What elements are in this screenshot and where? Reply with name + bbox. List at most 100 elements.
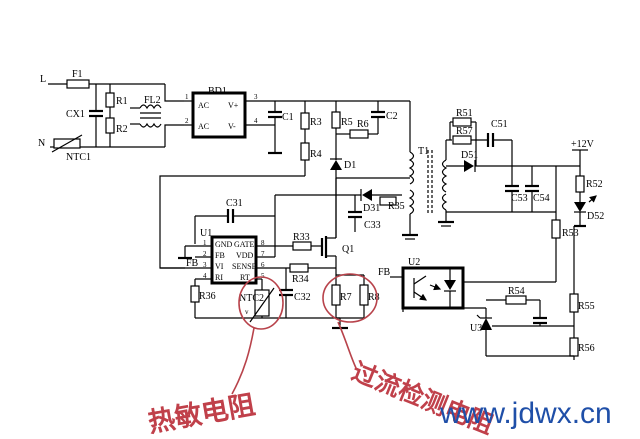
resistor-r5 [331, 111, 341, 129]
r3-label: R3 [310, 117, 322, 128]
r34-label: R34 [292, 274, 309, 285]
r53-label: R53 [562, 228, 579, 239]
resistor-r2 [105, 117, 115, 134]
diode-d31 [362, 189, 372, 201]
u1-pin-num-4: 4 [203, 272, 207, 280]
u2-fb-net-label: FB [378, 267, 391, 278]
u3-label: U3 [470, 323, 482, 334]
bd1-pin-vminus: V- [228, 122, 236, 131]
optocoupler-u2 [401, 266, 465, 310]
c32-label: C32 [294, 292, 311, 303]
d51-label: D51 [461, 150, 478, 161]
bd1-pin-ac-bottom: AC [198, 122, 209, 131]
r52-label: R52 [586, 179, 603, 190]
r57-label: R57 [456, 126, 473, 137]
bd1-pin-vplus: V+ [228, 101, 239, 110]
u1-pin-fb: FB [215, 251, 225, 260]
r8-label: R8 [368, 292, 380, 303]
r54-label: R54 [508, 286, 525, 297]
diode-d51 [464, 160, 474, 172]
r1-label: R1 [116, 96, 128, 107]
resistor-r1 [105, 92, 115, 108]
r5-label: R5 [341, 117, 353, 128]
c54-label: C54 [533, 193, 550, 204]
u1-pin-sense: SENSE [232, 262, 257, 271]
neutral-input-label: N [38, 138, 45, 149]
regulator-u3 [480, 318, 492, 330]
resistor-r57 [452, 135, 472, 145]
ic-u1-box [210, 235, 258, 285]
ntc2-label: NTC2 [239, 293, 264, 304]
fl2-label: FL2 [144, 95, 161, 106]
thermistor-annotation: 热敏电阻 [146, 390, 258, 439]
u1-pin-num-5: 5 [261, 272, 265, 280]
sense-resistor-highlight-circle [322, 273, 378, 323]
r33-label: R33 [293, 232, 310, 243]
optocoupler-led [444, 280, 456, 290]
d1-label: D1 [344, 160, 356, 171]
thermistor-pointer-stroke [231, 327, 255, 395]
aux-supply: D31 R35 C33 [274, 189, 405, 240]
bridge-rectifier-bd1: BD1 AC AC V+ V- 1 2 3 4 [184, 86, 270, 139]
sense-pointer-stroke [337, 321, 357, 369]
resistor-r8 [359, 284, 369, 306]
resistor-r54 [505, 295, 527, 305]
input-section: L N F1 NTC1 CX1 R1 R2 [38, 69, 184, 163]
c31-label: C31 [226, 198, 243, 209]
transformer-t1: T1 [402, 101, 454, 240]
bd1-pin-num-1: 1 [185, 93, 189, 101]
c53-label: C53 [511, 193, 528, 204]
resistor-r33 [292, 241, 312, 251]
line-input-label: L [40, 74, 46, 85]
c2-label: C2 [386, 111, 398, 122]
resistor-r35 [379, 196, 397, 206]
u1-pin-num-2: 2 [203, 250, 207, 258]
primary-dc-section: C1 R3 R4 R5 R6 C2 D1 [268, 100, 410, 238]
controller-section: C31 U1 GND FB VI RI GATE VDD SENSE RT 1 … [159, 175, 380, 330]
resistor-r56 [569, 337, 579, 357]
c1-label: C1 [282, 112, 294, 123]
r4-label: R4 [310, 149, 322, 160]
led-d52 [574, 202, 586, 212]
d52-label: D52 [587, 211, 604, 222]
secondary-section: R51 R57 C51 D51 C53 C54 +12V [378, 108, 604, 360]
u1-pin-num-7: 7 [261, 250, 265, 258]
u1-fb-net-label: FB [186, 258, 199, 269]
bd1-box [191, 91, 247, 139]
resistor-r3 [300, 112, 310, 130]
resistor-r7 [331, 284, 341, 306]
r35-label: R35 [388, 201, 405, 212]
d31-label: D31 [363, 203, 380, 214]
u1-pin-num-1: 1 [203, 239, 207, 247]
bd1-pin-num-3: 3 [254, 93, 258, 101]
u1-pin-num-6: 6 [261, 261, 265, 269]
u1-pin-rt: RT [240, 273, 250, 282]
cx1-label: CX1 [66, 109, 85, 120]
resistor-r36 [190, 285, 200, 303]
resistor-r6 [349, 129, 369, 139]
bd1-pin-num-4: 4 [254, 117, 258, 125]
diode-d1 [330, 160, 342, 170]
r7-label: R7 [340, 292, 352, 303]
u1-pin-gnd: GND [215, 240, 233, 249]
f1-label: F1 [72, 69, 83, 80]
u2-label: U2 [408, 257, 420, 268]
r36-label: R36 [199, 291, 216, 302]
c51-label: C51 [491, 119, 508, 130]
resistor-r53 [551, 219, 561, 239]
t1-label: T1 [418, 146, 429, 157]
u1-label: U1 [200, 228, 212, 239]
u1-pin-num-3: 3 [203, 261, 207, 269]
ntc2-vi-label: v [245, 308, 249, 316]
output-voltage-label: +12V [571, 139, 595, 150]
ntc1-label: NTC1 [66, 152, 91, 163]
r55-label: R55 [578, 301, 595, 312]
q1-label: Q1 [342, 244, 354, 255]
fuse-f1 [66, 79, 90, 89]
mosfet-q1 [320, 236, 337, 275]
u1-pin-vdd: VDD [236, 251, 254, 260]
c33-label: C33 [364, 220, 381, 231]
resistor-r55 [569, 293, 579, 313]
thermistor-highlight-circle [238, 276, 284, 330]
